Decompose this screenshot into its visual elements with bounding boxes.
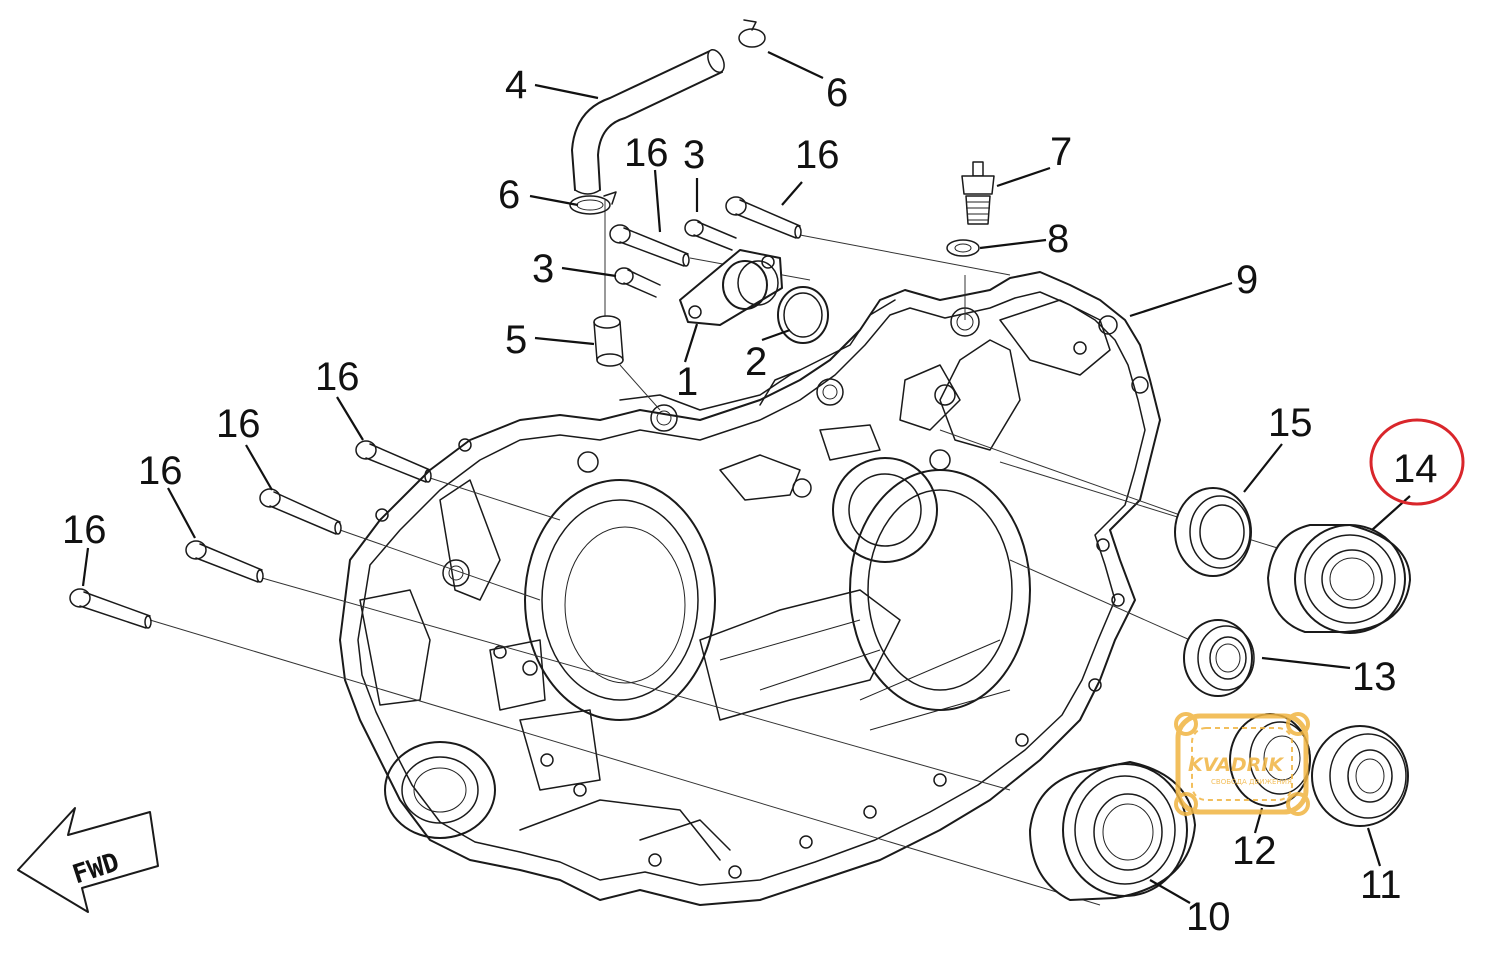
callout-12: 12 — [1232, 829, 1277, 873]
bolt-16-f — [725, 196, 802, 239]
callout-14: 14 — [1393, 447, 1438, 491]
callout-2: 2 — [745, 340, 767, 384]
bearing-11 — [1311, 725, 1409, 827]
callout-11: 11 — [1360, 863, 1402, 907]
breather-hose — [571, 48, 725, 195]
hose-clamp-top — [738, 19, 766, 48]
callout-5: 5 — [505, 318, 527, 362]
bolt-3-b — [614, 267, 661, 298]
bolt-16-a — [69, 588, 152, 629]
o-ring — [777, 286, 829, 344]
callout-16-a: 16 — [624, 131, 669, 175]
callout-16-b: 16 — [795, 133, 840, 177]
bearing-14 — [1267, 524, 1411, 634]
callout-6-a: 6 — [498, 173, 520, 217]
breather-nipple — [593, 315, 624, 367]
highlight-circle — [1369, 418, 1465, 506]
bolt-16-e — [609, 224, 690, 267]
callout-16-f: 16 — [62, 508, 107, 552]
bolt-16-b — [185, 540, 264, 583]
hose-clamp-mid — [569, 191, 617, 215]
callout-8: 8 — [1047, 217, 1069, 261]
callout-16-d: 16 — [216, 402, 261, 446]
oil-pressure-sensor — [961, 161, 995, 225]
callout-6-b: 6 — [826, 71, 848, 115]
bearing-10 — [1029, 761, 1196, 901]
forward-direction-arrow: FWD — [17, 807, 159, 913]
kvadrik-watermark-logo: KVADRIK СВОБОДА ДВИЖЕНИЯ — [1174, 712, 1310, 816]
callout-16-c: 16 — [315, 355, 360, 399]
callout-7: 7 — [1050, 130, 1072, 174]
callout-15: 15 — [1268, 401, 1313, 445]
callout-labels: 1 2 3 3 4 5 6 6 7 8 9 10 11 12 13 14 15 … — [62, 63, 1438, 939]
bolt-3-a — [684, 219, 737, 251]
watermark-brand: KVADRIK — [1188, 754, 1284, 776]
callout-16-e: 16 — [138, 449, 183, 493]
callout-10: 10 — [1186, 895, 1231, 939]
callout-1: 1 — [676, 360, 698, 404]
callout-3-a: 3 — [683, 133, 705, 177]
callout-13: 13 — [1352, 655, 1397, 699]
callout-9: 9 — [1236, 258, 1258, 302]
sealing-washer — [946, 239, 980, 257]
bolt-16-d — [355, 440, 432, 483]
callout-3-b: 3 — [532, 247, 554, 291]
crankcase-half — [339, 271, 1161, 906]
oil-seal-15 — [1174, 487, 1252, 577]
callout-4: 4 — [505, 63, 527, 107]
leader-lines — [81, 51, 1411, 904]
bearing-13 — [1183, 619, 1255, 697]
bolt-16-c — [259, 488, 342, 535]
watermark-tagline: СВОБОДА ДВИЖЕНИЯ — [1211, 778, 1292, 786]
timing-check-cover — [679, 249, 783, 326]
